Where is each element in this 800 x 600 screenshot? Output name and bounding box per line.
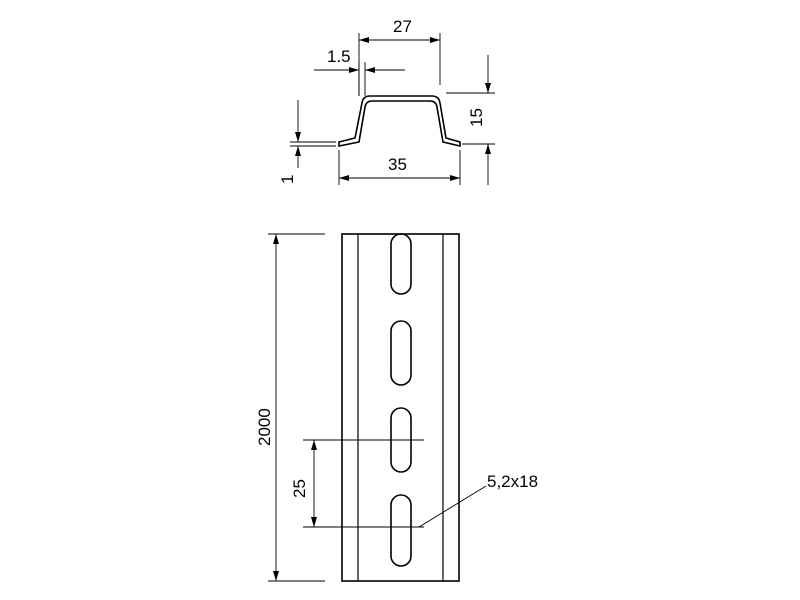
dimension-thickness-label: 1.5 <box>327 47 351 66</box>
dimension-length: 2000 <box>255 233 325 582</box>
slot <box>390 494 412 567</box>
dimension-slot-pitch-label: 25 <box>290 479 309 498</box>
dimension-base-width-label: 35 <box>388 155 407 174</box>
dimension-slot-pitch: 25 <box>290 440 317 527</box>
slot <box>390 233 412 295</box>
dimension-top-width-label: 27 <box>393 17 412 36</box>
slot <box>390 320 412 386</box>
dimension-thickness: 1.5 <box>314 47 405 96</box>
rail-cross-section <box>338 95 461 148</box>
dimension-flange: 1 <box>278 100 336 184</box>
dimension-length-label: 2000 <box>255 408 274 446</box>
dimension-flange-label: 1 <box>278 175 297 184</box>
dimension-base-width: 35 <box>338 150 461 185</box>
slot-size-label: 5,2x18 <box>487 472 538 491</box>
dimension-top-width: 27 <box>358 17 441 96</box>
rail-front-view <box>303 233 460 582</box>
slot-size-callout: 5,2x18 <box>418 472 538 528</box>
dimension-height: 15 <box>446 55 495 185</box>
dimension-height-label: 15 <box>467 108 486 127</box>
